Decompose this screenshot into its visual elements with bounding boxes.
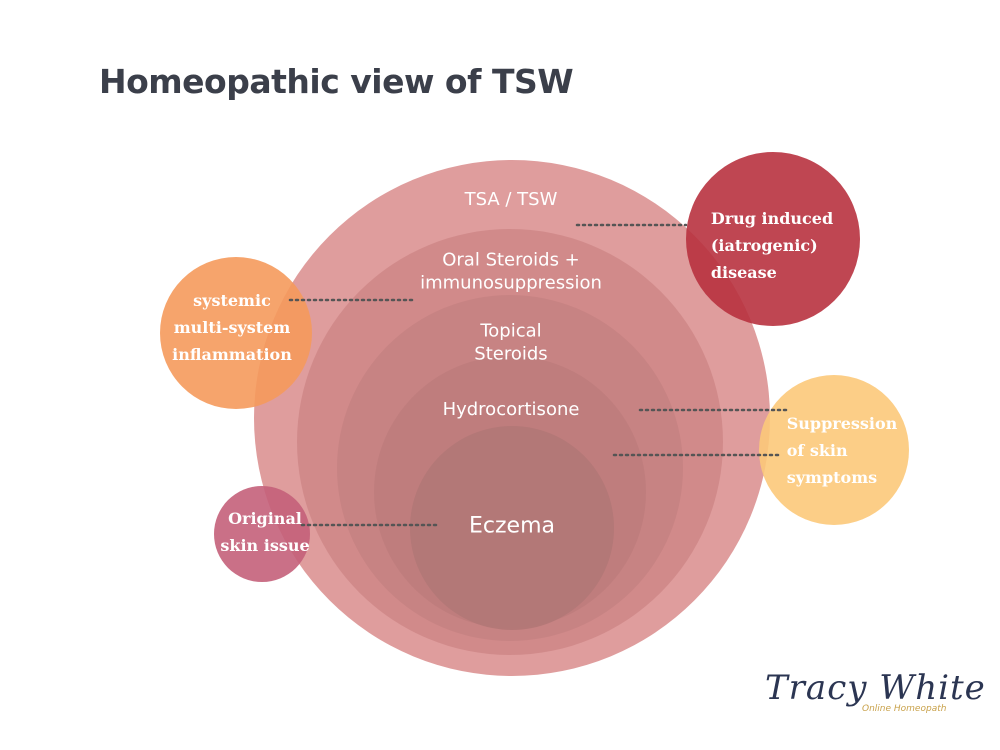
bubble-label-drug-induced: Drug induced (iatrogenic) disease — [710, 209, 834, 283]
ring-label-hydrocortisone: Hydrocortisone — [442, 398, 580, 420]
ring-eczema — [410, 426, 614, 630]
ring-label-tsa-tsw: TSA / TSW — [464, 188, 558, 210]
bubble-systemic-inflammation — [160, 257, 312, 409]
page-title: Homeopathic view of TSW — [99, 62, 574, 101]
bubble-label-systemic-inflammation: systemic multi-system inflammation — [172, 291, 292, 365]
ring-label-topical-steroids: Topical Steroids — [474, 320, 548, 365]
bubble-drug-induced — [686, 152, 860, 326]
bubble-suppression — [759, 375, 909, 525]
bubble-label-suppression: Suppression of skin symptoms — [786, 414, 898, 488]
logo-name: Tracy White — [765, 668, 986, 708]
bubble-label-original-skin-issue: Original skin issue — [220, 508, 310, 555]
bubble-original-skin-issue — [214, 486, 310, 582]
ring-label-eczema: Eczema — [469, 513, 555, 539]
logo-tagline: Online Homeopath — [862, 704, 947, 714]
ring-label-oral-steroids: Oral Steroids + immunosuppression — [420, 249, 602, 294]
